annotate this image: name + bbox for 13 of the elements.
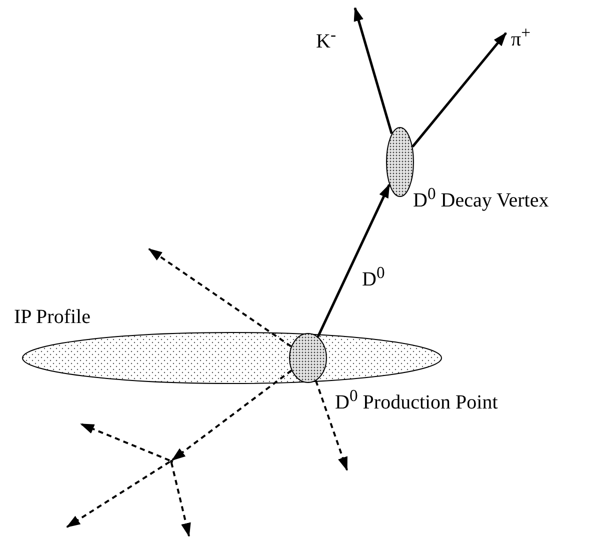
dashed-track-arrow xyxy=(314,380,348,471)
track-arrow xyxy=(316,184,390,338)
particle-label: π$^{+}$ xyxy=(511,22,531,51)
region-label: IP Profile xyxy=(14,306,90,328)
vertex-label: D$^{0}$ Production Point xyxy=(335,385,498,414)
particle-label: D$^{0}$ xyxy=(362,262,385,291)
vertex-label: D$^{0}$ Decay Vertex xyxy=(413,183,549,212)
particle-label: K$^{-}$ xyxy=(316,24,336,53)
track-arrow xyxy=(354,7,393,134)
track-arrow xyxy=(412,32,507,148)
dashed-track-arrow xyxy=(66,460,170,528)
dashed-track-arrow xyxy=(170,462,191,537)
dashed-track-arrow xyxy=(80,423,170,462)
